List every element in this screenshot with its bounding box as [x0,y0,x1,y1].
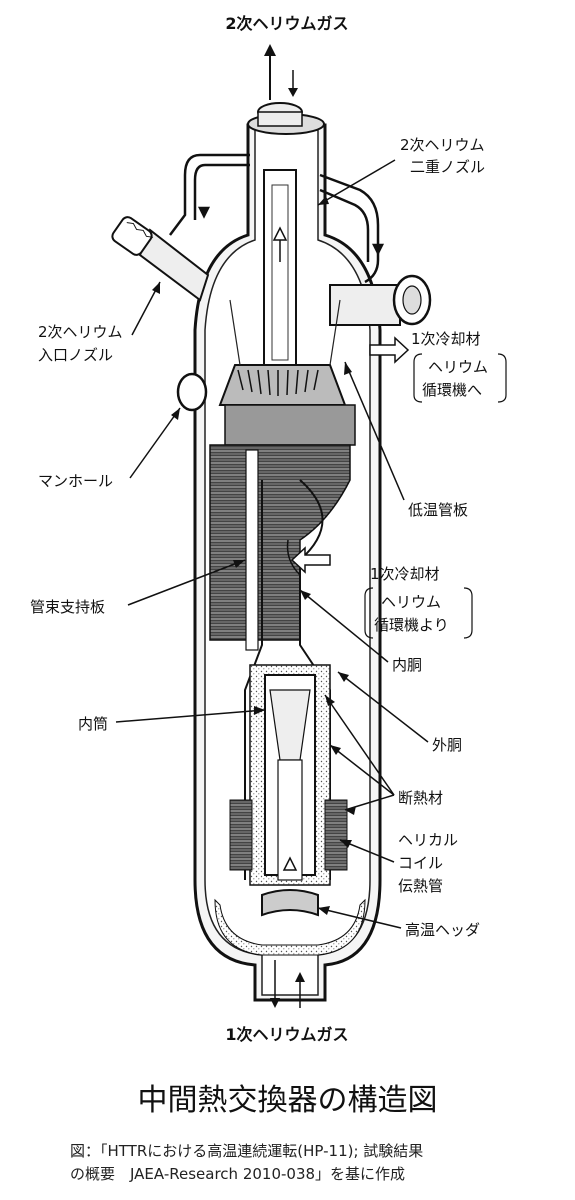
manhole-port [176,372,208,412]
label-inner-tube: 内筒 [78,706,266,733]
caption-line-2: の概要 JAEA-Research 2010-038」を基に作成 [70,1165,406,1183]
label-insulation: 断熱材 [324,694,443,815]
top-label: 2次ヘリウムガス [225,14,348,33]
figure-title: 中間熱交換器の構造図 [137,1083,438,1118]
label-line: 二重ノズル [410,158,485,176]
bottom-label: 1次ヘリウムガス [225,1025,348,1044]
label-line: 内胴 [392,656,422,674]
label-secondary-double-nozzle: 2次ヘリウム 二重ノズル [317,136,485,206]
label-coolant-in: 1次冷却材 ヘリウム 循環機より [364,565,473,639]
label-line: 伝熱管 [398,877,443,895]
label-hot-header: 高温ヘッダ [317,906,480,939]
primary-outlet-nozzle [329,274,432,364]
helical-coil-bundle [209,444,351,880]
label-line: 1次冷却材 [411,330,481,348]
inflow-arrow [286,539,331,576]
tube-support-plate [245,449,259,651]
label-tube-bundle-support: 管束支持板 [30,559,246,616]
label-inner-shell: 内胴 [299,589,422,674]
label-low-temp-tubesheet: 低温管板 [344,361,468,519]
label-line: ヘリカル [398,831,458,849]
label-line: 高温ヘッダ [405,921,480,939]
label-outer-shell: 外胴 [337,671,462,754]
label-line: ヘリウム [381,593,441,611]
label-line: 管束支持板 [30,598,105,616]
secondary-inlet-nozzle [111,216,210,302]
top-flow-arrows [264,44,298,100]
label-line: ヘリウム [428,358,488,376]
label-line: マンホール [38,472,113,490]
label-line: 2次ヘリウム [400,136,485,154]
low-temp-tubesheet [218,299,356,446]
label-line: 内筒 [78,715,108,733]
label-manhole: マンホール [38,407,181,490]
label-coolant-out: 1次冷却材 ヘリウム 循環機へ [411,330,507,403]
label-line: 低温管板 [408,501,468,519]
label-line: 循環機より [374,616,449,634]
label-line: コイル [398,854,443,872]
label-line: 1次冷却材 [370,565,440,583]
secondary-pipes [169,153,385,284]
label-line: 循環機へ [422,381,482,399]
label-line: 断熱材 [398,789,443,807]
label-secondary-inlet-nozzle: 2次ヘリウム 入口ノズル [38,281,161,364]
label-line: 2次ヘリウム [38,323,123,341]
lower-section [214,664,366,956]
label-line: 入口ノズル [38,346,113,364]
caption-line-1: 図：「HTTRにおける高温連続運転(HP-11); 試験結果 [70,1142,424,1160]
label-helical-coil: ヘリカル コイル 伝熱管 [339,831,458,895]
bottom-flow-arrows [270,960,305,1008]
label-line: 外胴 [432,736,462,754]
